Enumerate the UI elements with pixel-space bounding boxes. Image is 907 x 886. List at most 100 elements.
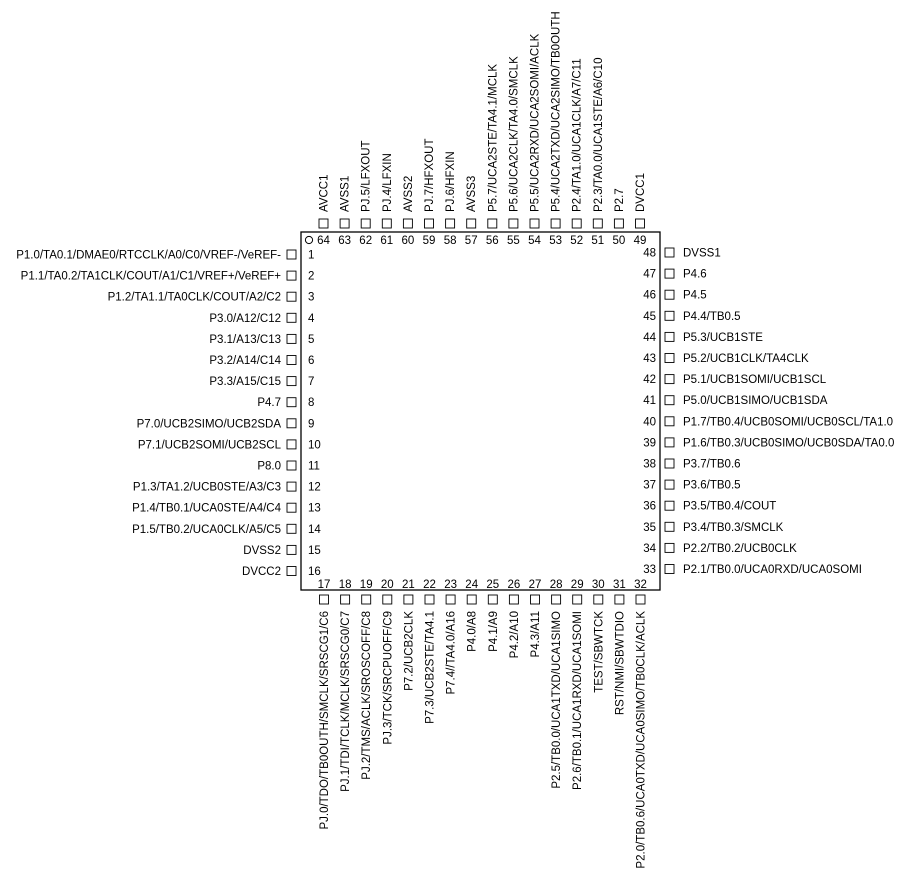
pin-label: P4.3/A11 — [530, 611, 542, 657]
pin-label: DVCC1 — [635, 173, 647, 212]
pin-number: 1 — [308, 250, 314, 262]
pin-label: P7.4//TA4.0/A16 — [446, 611, 458, 695]
pin-label: P4.1/A9 — [488, 611, 500, 652]
pin-label: P1.7/TB0.4/UCB0SOMI/UCB0SCL/TA1.0 — [683, 416, 893, 428]
pin-label: AVSS2 — [403, 176, 415, 212]
pin-pad — [530, 594, 540, 605]
pin-pad — [508, 218, 519, 229]
pin-number: 4 — [308, 313, 315, 325]
pin-number: 32 — [634, 579, 647, 591]
pin-pad — [339, 218, 350, 229]
pin-pad — [550, 218, 561, 229]
pin-label: P3.1/A13/C13 — [209, 334, 281, 346]
pin-label: PJ.3/TCK/SRCPUOFF/C9 — [382, 611, 394, 745]
pin-number: 62 — [359, 235, 372, 247]
pin-pad — [664, 458, 675, 469]
pin-label: P7.3/UCB2STE/TA4.1 — [425, 611, 437, 724]
pin-number: 55 — [507, 235, 520, 247]
pin-number: 11 — [308, 461, 320, 473]
pin-label: P2.7 — [614, 188, 626, 212]
pin-number: 52 — [570, 235, 583, 247]
pin-number: 19 — [360, 579, 373, 591]
pin-number: 42 — [643, 374, 656, 386]
pin-number: 25 — [486, 579, 499, 591]
pin-number: 61 — [380, 235, 393, 247]
pin-pad — [286, 502, 297, 513]
pin-label: P1.6/TB0.3/UCB0SIMO/UCB0SDA/TA0.0 — [683, 437, 894, 449]
pin-label: P5.3/UCB1STE — [683, 332, 763, 344]
pin-label: P8.0 — [257, 461, 281, 473]
pin-pad — [614, 594, 625, 605]
pin-label: P5.1/UCB1SOMI/UCB1SCL — [683, 374, 827, 386]
pin-label: P7.1/UCB2SOMI/UCB2SCL — [138, 439, 282, 451]
pin-number: 12 — [308, 482, 321, 494]
pin-label: P5.5/UCA2RXD/UCA2SOMI/ACLK — [530, 33, 542, 212]
pin-number: 47 — [643, 269, 656, 281]
pin-label: DVCC2 — [242, 566, 281, 578]
pin-pad — [403, 594, 414, 605]
pin-label: PJ.4/LFXIN — [382, 153, 394, 212]
pin-pad — [286, 312, 297, 323]
pin-pad — [286, 566, 297, 576]
pin-number: 64 — [317, 235, 330, 247]
pin-pad — [571, 218, 582, 229]
pin-number: 58 — [444, 235, 457, 247]
pin-number: 14 — [308, 524, 321, 536]
pin-label: RST/NMI/SBWTDIO — [614, 611, 626, 715]
pin-pad — [664, 374, 675, 385]
pin-pad — [286, 355, 297, 365]
pin-pad — [635, 594, 646, 605]
pin-number: 57 — [465, 235, 478, 247]
pin-number: 63 — [338, 235, 351, 247]
pin-number: 18 — [339, 579, 352, 591]
pin-label: PJ.6/HFXIN — [445, 151, 457, 212]
pin-pad — [572, 594, 583, 605]
pin-label: P2.1/TB0.0/UCA0RXD/UCA0SOMI — [683, 564, 862, 576]
pin-pad — [445, 594, 456, 605]
package-body — [300, 231, 661, 591]
pin-number: 27 — [529, 579, 542, 591]
pin-pad — [664, 416, 675, 427]
pin-pad — [319, 594, 329, 605]
pin-label: P7.0/UCB2SIMO/UCB2SDA — [137, 418, 282, 430]
pin-number: 44 — [643, 332, 656, 344]
pin-label: P2.5/TB0.0/UCA1TXD/UCA1SIMO — [551, 611, 563, 789]
pin-pad — [286, 249, 297, 260]
pin-pad — [593, 594, 604, 605]
pin-label: DVSS1 — [683, 248, 721, 260]
pin-pad — [664, 395, 675, 406]
pin-number: 39 — [643, 437, 656, 449]
pin-pad — [286, 376, 297, 387]
pin-label: P3.3/A15/C15 — [209, 376, 281, 388]
pin-number: 36 — [643, 501, 656, 513]
pin-pad — [664, 542, 675, 553]
pin-label: PJ.0/TDO/TB0OUTH/SMCLK/SRSCG1/C6 — [319, 611, 331, 830]
pin-number: 43 — [643, 353, 656, 365]
pin-pad — [340, 594, 351, 605]
pin-number: 59 — [423, 235, 436, 247]
pin-label: P3.0/A12/C12 — [209, 313, 281, 325]
pin-number: 24 — [465, 579, 478, 591]
pin-pad — [664, 479, 675, 490]
pin-pad — [286, 481, 297, 492]
pin-label: P4.7 — [257, 397, 281, 409]
pin-number: 8 — [308, 397, 314, 409]
pin-label: PJ.2/TMS/ACLK/SROSCOFF/C8 — [361, 611, 373, 780]
pin-pad — [286, 397, 297, 408]
pin-label: P4.0/A8 — [467, 611, 479, 652]
pin-pad — [402, 218, 413, 229]
pin-number: 35 — [643, 522, 656, 534]
pin-pad — [664, 437, 675, 448]
pin-pad — [664, 310, 675, 321]
pin-pad — [613, 218, 624, 229]
pin-pad — [424, 218, 434, 229]
pin-number: 40 — [643, 416, 656, 428]
pin-number: 50 — [613, 235, 626, 247]
pin-number: 56 — [486, 235, 499, 247]
pin-number: 46 — [643, 290, 656, 302]
pin-label: P3.4/TB0.3/SMCLK — [683, 522, 784, 534]
pin-pad — [286, 291, 297, 302]
pin-number: 6 — [308, 355, 314, 367]
pin-number: 37 — [643, 480, 656, 492]
